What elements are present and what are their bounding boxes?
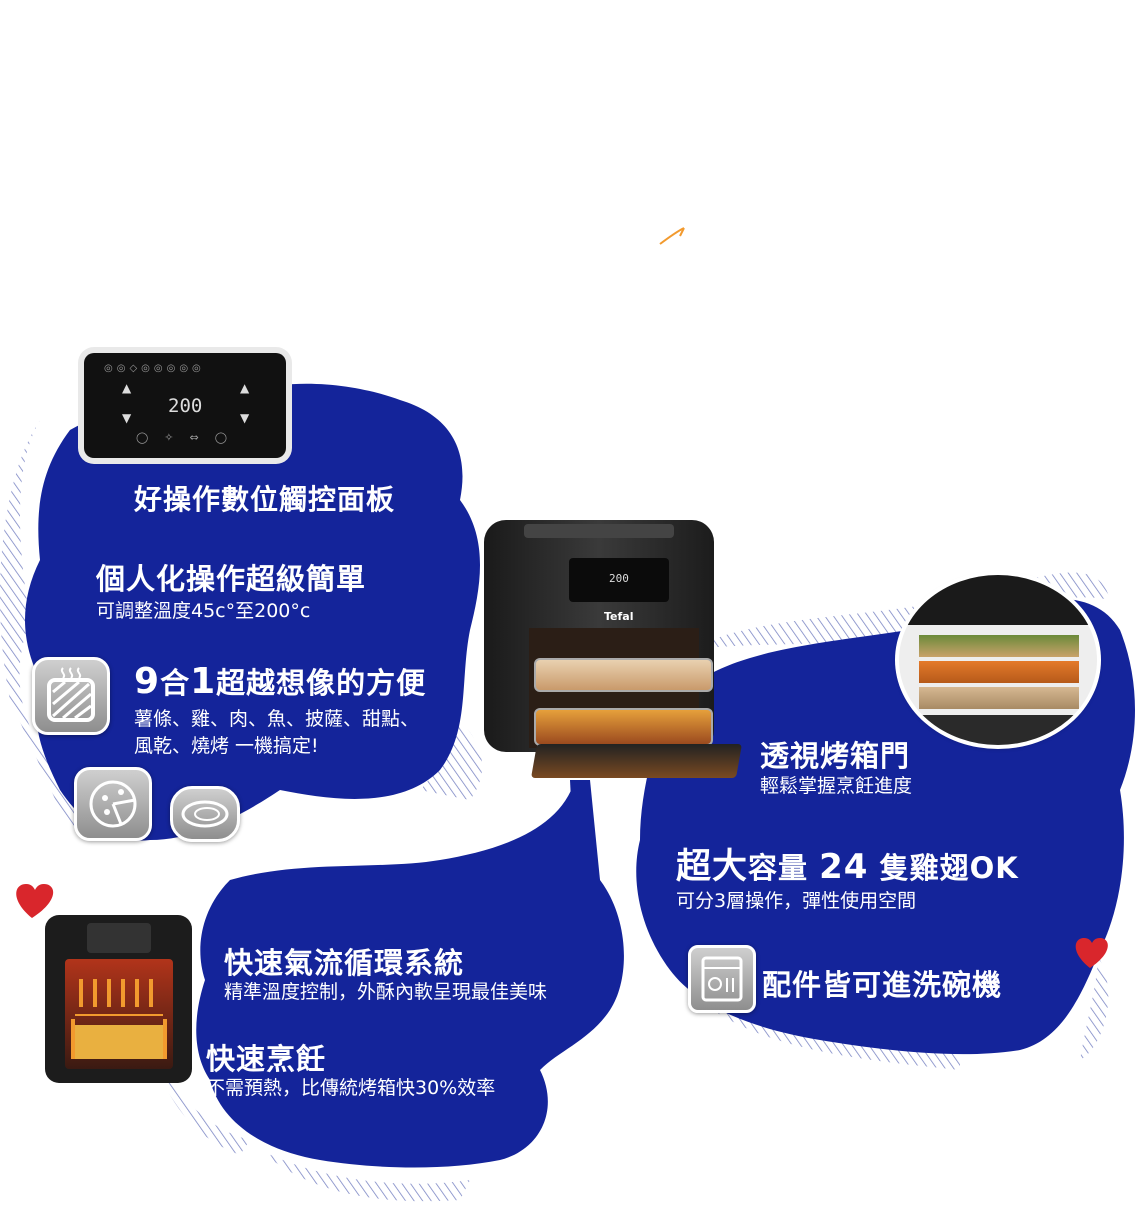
panel-buttons-row: ◯✧⇔◯: [136, 431, 244, 444]
dishwasher-icon: [688, 945, 756, 1013]
fast-cook-subtitle: 不需預熱，比傳統烤箱快30%效率: [206, 1077, 496, 1099]
title-number: 9: [134, 661, 161, 702]
brand-logo: Tefal: [604, 610, 634, 623]
heart-icon: [1075, 938, 1108, 968]
capacity-subtitle: 可分3層操作，彈性使用空間: [676, 890, 917, 912]
arrow-up-icon: ▲: [240, 381, 250, 395]
title-text: 超大: [676, 847, 749, 887]
nine-in-one-line2: 風乾、燒烤 一機搞定!: [134, 735, 319, 757]
arrow-down-icon: ▼: [122, 411, 132, 425]
nine-in-one-line1: 薯條、雞、肉、魚、披薩、甜點、: [134, 708, 420, 730]
touch-panel-image: ◎◎◇◎◎◎◎◎ ▲ ▼ 200 ▲ ▼ ◯✧⇔◯: [84, 353, 286, 458]
personal-title: 個人化操作超級簡單: [96, 562, 367, 596]
arrow-up-icon: ▲: [122, 381, 132, 395]
heart-icon: [16, 884, 54, 918]
steak-icon: [170, 786, 240, 842]
title-number: 1: [190, 661, 217, 702]
title-text: 超越想像的方便: [216, 666, 427, 700]
airflow-fryer-image: [45, 915, 192, 1083]
arrow-down-icon: ▼: [240, 411, 250, 425]
title-number: 24: [819, 847, 869, 887]
air-fryer-oven-image: 200 Tefal: [474, 520, 742, 785]
personal-subtitle: 可調整溫度45c°至200°c: [96, 600, 311, 622]
dishwasher-title: 配件皆可進洗碗機: [762, 968, 1003, 1002]
touch-panel-title: 好操作數位觸控面板: [134, 483, 396, 516]
pizza-icon: [74, 767, 152, 841]
window-door-title: 透視烤箱門: [760, 739, 911, 773]
sparkle-icon: [659, 227, 685, 245]
window-door-image: [899, 575, 1097, 745]
window-door-subtitle: 輕鬆掌握烹飪進度: [760, 775, 913, 797]
title-text: 容量: [748, 851, 809, 885]
nine-in-one-title: 9合1超越想像的方便: [134, 660, 426, 702]
grill-rack-icon: [32, 657, 110, 735]
temperature-display: 200: [168, 395, 203, 417]
mode-icons-row: ◎◎◇◎◎◎◎◎: [104, 363, 205, 374]
capacity-title: 超大容量 24 隻雞翅OK: [676, 838, 1019, 889]
title-text: 隻雞翅OK: [879, 851, 1019, 885]
airflow-subtitle: 精準溫度控制，外酥內軟呈現最佳美味: [224, 981, 548, 1003]
product-display: 200: [609, 572, 629, 585]
title-text: 合: [160, 666, 191, 700]
fast-cook-title: 快速烹飪: [206, 1042, 327, 1076]
airflow-title: 快速氣流循環系統: [224, 946, 465, 980]
